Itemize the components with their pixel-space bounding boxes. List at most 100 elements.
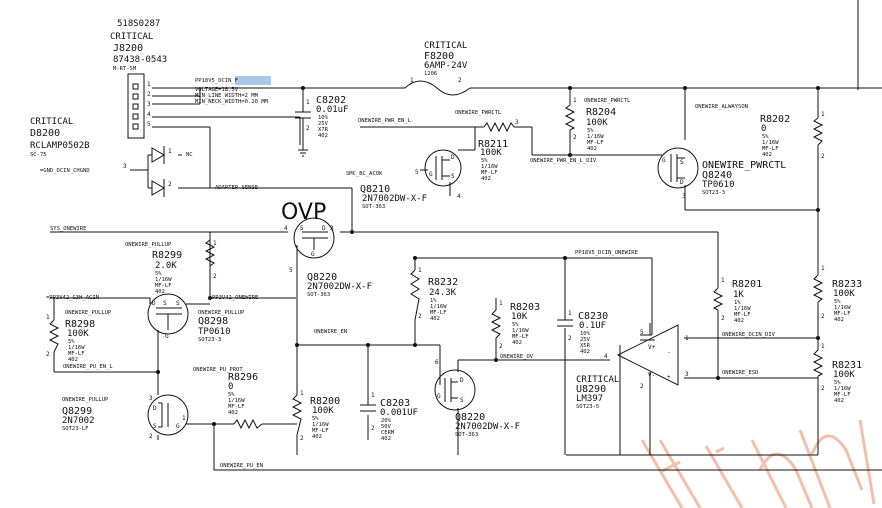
u8290-critical: CRITICAL bbox=[576, 375, 619, 385]
svg-text:MF-LF: MF-LF bbox=[512, 334, 529, 340]
svg-text:24.3K: 24.3K bbox=[429, 288, 457, 298]
svg-text:MF-LF: MF-LF bbox=[312, 428, 329, 434]
resistor-r8202: 1 2 R8202 0 5% 1/16W MF-LF 402 bbox=[760, 111, 825, 160]
svg-text:2N7002: 2N7002 bbox=[62, 416, 95, 426]
svg-text:100K: 100K bbox=[67, 329, 89, 339]
svg-text:4: 4 bbox=[284, 225, 288, 232]
resistor-r8296: ONEWIRE_PU_PROT R8296 0 5% 1/16W MF-LF 4… bbox=[193, 367, 263, 430]
svg-text:PP18V5_DCIN_F: PP18V5_DCIN_F bbox=[195, 78, 238, 84]
connector-j8200: 518S0287 CRITICAL J8200 87438-0543 M-RT-… bbox=[110, 19, 167, 139]
svg-text:2: 2 bbox=[499, 343, 503, 350]
svg-text:1: 1 bbox=[418, 267, 422, 274]
r8202-ref: R8202 bbox=[760, 114, 790, 125]
svg-text:1/16W: 1/16W bbox=[512, 328, 529, 334]
svg-text:5%: 5% bbox=[762, 134, 769, 140]
diode-critical: CRITICAL bbox=[30, 117, 73, 127]
svg-text:402: 402 bbox=[587, 146, 597, 152]
r8231-ref: R8231 bbox=[832, 360, 862, 371]
resistor-r8233: 1 2 R8233 100K 5% 1/16W MF-LF 402 bbox=[812, 265, 862, 323]
connector-pin-3: 3 bbox=[147, 101, 151, 108]
svg-text:1: 1 bbox=[573, 97, 577, 104]
svg-text:0: 0 bbox=[228, 382, 233, 392]
svg-text:6AMP-24V: 6AMP-24V bbox=[424, 61, 468, 71]
svg-text:1: 1 bbox=[182, 415, 186, 422]
svg-text:D: D bbox=[680, 179, 684, 186]
pullup-label-3: ONEWIRE_PULLUP bbox=[65, 310, 112, 316]
pullup-label-4: ONEWIRE_PULLUP bbox=[62, 397, 109, 403]
svg-text:5: 5 bbox=[415, 169, 419, 176]
capacitor-c8230: 1 2 C8230 0.1UF 10% 25V X5R 402 bbox=[557, 310, 608, 355]
svg-text:2: 2 bbox=[640, 383, 644, 390]
svg-text:5: 5 bbox=[289, 267, 293, 274]
resistor-r8203: 1 2 R8203 10K 5% 1/16W MF-LF 402 bbox=[490, 300, 540, 350]
svg-text:D: D bbox=[451, 154, 455, 161]
svg-text:2N7002DW-X-F: 2N7002DW-X-F bbox=[307, 282, 372, 292]
svg-text:20%: 20% bbox=[381, 418, 392, 424]
svg-text:1: 1 bbox=[213, 240, 217, 247]
r8201-ref: R8201 bbox=[732, 279, 762, 290]
net-gnd-dcin: =GND_DCIN_CHGND bbox=[40, 168, 90, 174]
resistor-r8204: 1 2 R8204 100K 5% 1/16W MF-LF 402 bbox=[564, 97, 616, 152]
junctions bbox=[156, 86, 820, 426]
svg-text:50V: 50V bbox=[381, 424, 392, 430]
svg-text:MF-LF: MF-LF bbox=[228, 404, 245, 410]
svg-text:2: 2 bbox=[821, 313, 825, 320]
svg-text:MF-LF: MF-LF bbox=[762, 146, 779, 152]
svg-text:S: S bbox=[163, 300, 167, 307]
svg-text:2.0K: 2.0K bbox=[155, 261, 177, 271]
svg-text:S: S bbox=[176, 300, 180, 307]
svg-text:SOT23-5: SOT23-5 bbox=[576, 404, 599, 410]
fuse-critical: CRITICAL bbox=[424, 41, 467, 51]
svg-text:5%: 5% bbox=[512, 322, 519, 328]
svg-text:5%: 5% bbox=[834, 380, 841, 386]
svg-text:SC-75: SC-75 bbox=[30, 152, 47, 158]
net-highlight bbox=[235, 76, 271, 85]
net-onewire-pu-en-l: ONEWIRE_PU_EN_L bbox=[63, 364, 113, 370]
svg-text:5%: 5% bbox=[834, 299, 841, 305]
r8211-ref: R8211 bbox=[478, 139, 508, 150]
svg-text:2: 2 bbox=[568, 335, 572, 342]
connector-part-number: 518S0287 bbox=[117, 19, 160, 29]
svg-text:5%: 5% bbox=[155, 271, 162, 277]
svg-text:SOT23-3: SOT23-3 bbox=[702, 190, 725, 196]
svg-text:NC: NC bbox=[186, 152, 193, 158]
diode-ref: D8200 bbox=[30, 128, 60, 139]
svg-text:402: 402 bbox=[481, 176, 491, 182]
q8240-ref: Q8240 bbox=[702, 170, 732, 181]
svg-text:SOT-363: SOT-363 bbox=[362, 204, 385, 210]
resistor-r8200: 1 2 R8200 100K 5% 1/16W MF-LF 402 bbox=[291, 390, 340, 442]
net-onewire-alwayson: ONEWIRE_ALWAYSON bbox=[695, 104, 748, 110]
svg-text:MF-LF: MF-LF bbox=[68, 351, 85, 357]
net-onewire-ov: ONEWIRE_OV bbox=[500, 354, 534, 360]
svg-text:402: 402 bbox=[312, 434, 322, 440]
svg-text:100K: 100K bbox=[833, 289, 855, 299]
svg-text:MF-LF: MF-LF bbox=[834, 392, 851, 398]
net-onewire-pwrctl-2: ONEWIRE_PWRCTL bbox=[584, 98, 631, 104]
svg-text:402: 402 bbox=[834, 398, 844, 404]
q8298-ref: Q8298 bbox=[198, 316, 228, 327]
svg-text:2: 2 bbox=[213, 273, 217, 280]
svg-text:1%: 1% bbox=[734, 300, 741, 306]
svg-text:100K: 100K bbox=[833, 370, 855, 380]
svg-text:1: 1 bbox=[821, 111, 825, 118]
svg-text:5%: 5% bbox=[228, 392, 235, 398]
svg-text:4: 4 bbox=[604, 353, 608, 360]
svg-text:1: 1 bbox=[168, 148, 172, 155]
net-onewire-pu-en: ONEWIRE_PU_EN bbox=[220, 463, 263, 469]
svg-text:V-: V- bbox=[648, 372, 655, 379]
svg-text:0.01uF: 0.01uF bbox=[316, 105, 349, 115]
svg-text:2N7002DW-X-F: 2N7002DW-X-F bbox=[362, 194, 427, 204]
q8240-net: ONEWIRE_PWRCTL bbox=[702, 160, 786, 171]
c8230-ref: C8230 bbox=[578, 311, 608, 322]
svg-text:S: S bbox=[680, 159, 684, 166]
svg-text:1/16W: 1/16W bbox=[834, 386, 851, 392]
r8298-ref: R8298 bbox=[65, 319, 95, 330]
svg-text:3: 3 bbox=[685, 371, 689, 378]
svg-text:6: 6 bbox=[435, 359, 439, 366]
connector-pin-4: 4 bbox=[147, 111, 151, 118]
svg-text:MF-LF: MF-LF bbox=[587, 140, 604, 146]
connector-pin-1: 1 bbox=[147, 81, 151, 88]
svg-text:MF-LF: MF-LF bbox=[734, 312, 751, 318]
connector-body bbox=[127, 73, 145, 139]
svg-text:0.001UF: 0.001UF bbox=[380, 408, 418, 418]
